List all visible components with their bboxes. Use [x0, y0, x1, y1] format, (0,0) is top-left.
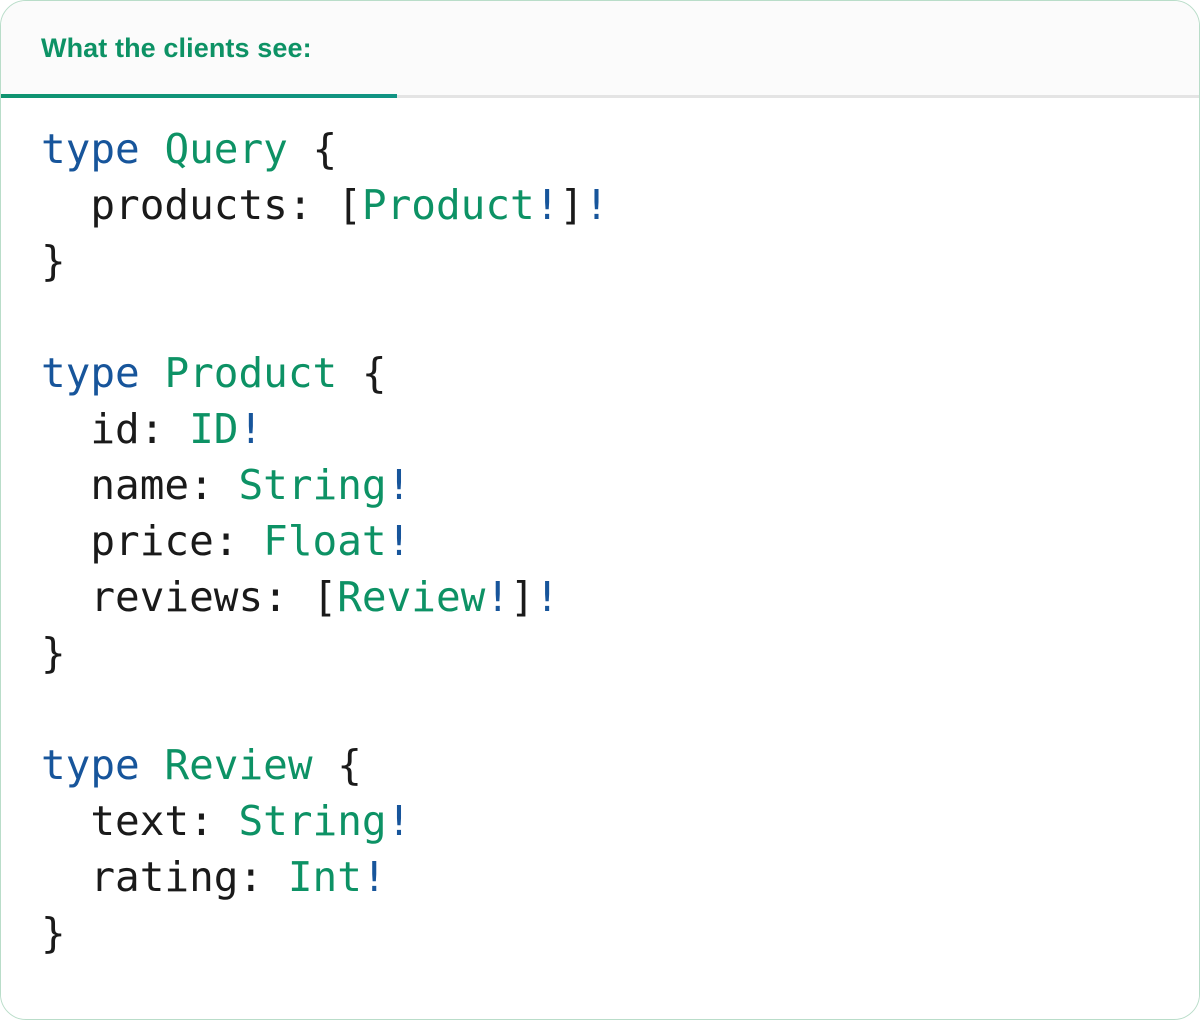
code-body: type Query { products: [Product!]! } typ…	[1, 98, 1199, 1018]
code-token-bang: !	[584, 181, 609, 229]
code-token-plain: products: [	[41, 181, 362, 229]
code-token-plain	[140, 741, 165, 789]
code-line: }	[41, 909, 66, 957]
code-token-bang: !	[386, 517, 412, 565]
code-token-bang: !	[238, 405, 264, 453]
code-token-type: Review	[337, 573, 486, 621]
code-token-bang: !	[386, 797, 412, 845]
code-line: reviews: [Review!]!	[41, 573, 559, 621]
code-token-punct: {	[312, 741, 362, 789]
code-token-bang: !	[534, 573, 560, 621]
code-token-type: String	[238, 797, 387, 845]
code-token-punct: ]	[559, 181, 585, 229]
code-token-type: Query	[164, 125, 288, 173]
code-line: text: String!	[41, 797, 411, 845]
code-token-plain	[140, 349, 165, 397]
code-token-punct: }	[41, 237, 66, 285]
code-token-plain: text:	[41, 797, 239, 845]
code-token-type: ID	[189, 405, 239, 453]
code-line: type Product {	[41, 349, 387, 397]
code-token-punct: {	[337, 349, 387, 397]
code-token-kw: type	[41, 125, 140, 173]
code-token-punct: }	[41, 629, 66, 677]
code-token-bang: !	[534, 181, 560, 229]
code-token-punct: ]	[510, 573, 535, 621]
code-line: price: Float!	[41, 517, 411, 565]
code-token-plain: price:	[41, 517, 264, 565]
code-token-plain: id:	[41, 405, 190, 453]
code-token-bang: !	[361, 853, 387, 901]
code-token-type: Product	[361, 181, 535, 229]
code-line: }	[41, 629, 66, 677]
code-token-bang: !	[485, 573, 511, 621]
graphql-schema-code[interactable]: type Query { products: [Product!]! } typ…	[41, 121, 1199, 961]
code-line: products: [Product!]!	[41, 181, 609, 229]
code-token-bang: !	[386, 461, 412, 509]
code-line: type Query {	[41, 125, 337, 173]
code-line: }	[41, 237, 66, 285]
code-token-plain: reviews: [	[41, 573, 338, 621]
code-token-punct: }	[41, 909, 66, 957]
code-token-plain: rating:	[41, 853, 288, 901]
code-token-kw: type	[41, 349, 140, 397]
code-token-type: Int	[287, 853, 362, 901]
card-header: What the clients see:	[1, 1, 1199, 98]
code-token-type: Product	[164, 349, 338, 397]
code-token-type: Float	[263, 517, 387, 565]
code-token-plain	[140, 125, 165, 173]
code-line: id: ID!	[41, 405, 263, 453]
code-line: rating: Int!	[41, 853, 387, 901]
code-line: type Review {	[41, 741, 362, 789]
code-token-punct: {	[287, 125, 338, 173]
code-line: name: String!	[41, 461, 411, 509]
code-token-type: Review	[164, 741, 313, 789]
tab-what-the-clients-see[interactable]: What the clients see:	[1, 1, 397, 95]
tab-active-underline	[1, 94, 397, 98]
tab-label: What the clients see:	[41, 32, 312, 63]
code-token-type: String	[238, 461, 387, 509]
code-token-kw: type	[41, 741, 140, 789]
code-token-plain: name:	[41, 461, 239, 509]
